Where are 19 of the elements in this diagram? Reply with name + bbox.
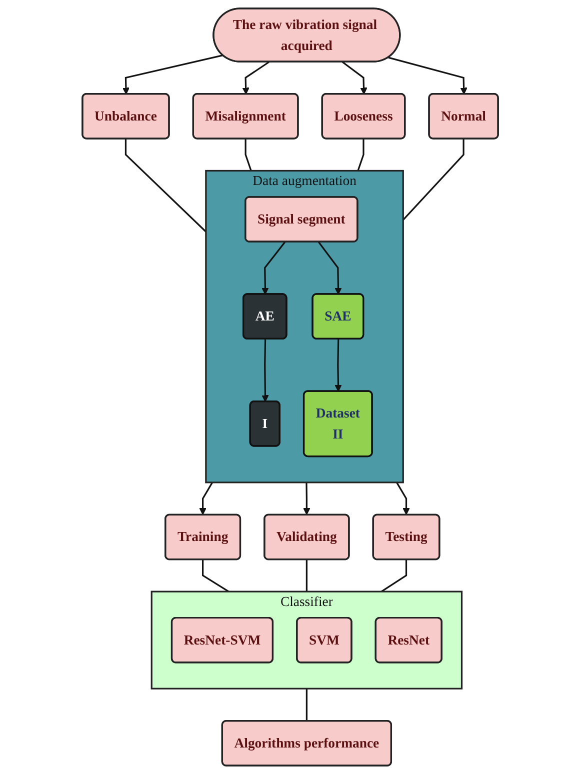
arrow bbox=[303, 482, 310, 515]
connector bbox=[381, 559, 408, 592]
connector bbox=[244, 138, 252, 171]
arrow bbox=[200, 482, 214, 515]
arrow bbox=[334, 339, 342, 392]
connector bbox=[306, 559, 308, 592]
arrow bbox=[342, 61, 368, 95]
arrow bbox=[242, 61, 270, 95]
arrow bbox=[262, 242, 286, 295]
arrow bbox=[262, 339, 269, 402]
connector bbox=[202, 559, 230, 592]
arrow bbox=[388, 56, 468, 95]
connector bbox=[357, 138, 365, 171]
connector bbox=[125, 138, 207, 232]
arrow bbox=[396, 482, 410, 515]
connector bbox=[306, 688, 308, 721]
arrow bbox=[122, 54, 224, 95]
arrow bbox=[318, 242, 342, 295]
connector bbox=[402, 138, 465, 221]
